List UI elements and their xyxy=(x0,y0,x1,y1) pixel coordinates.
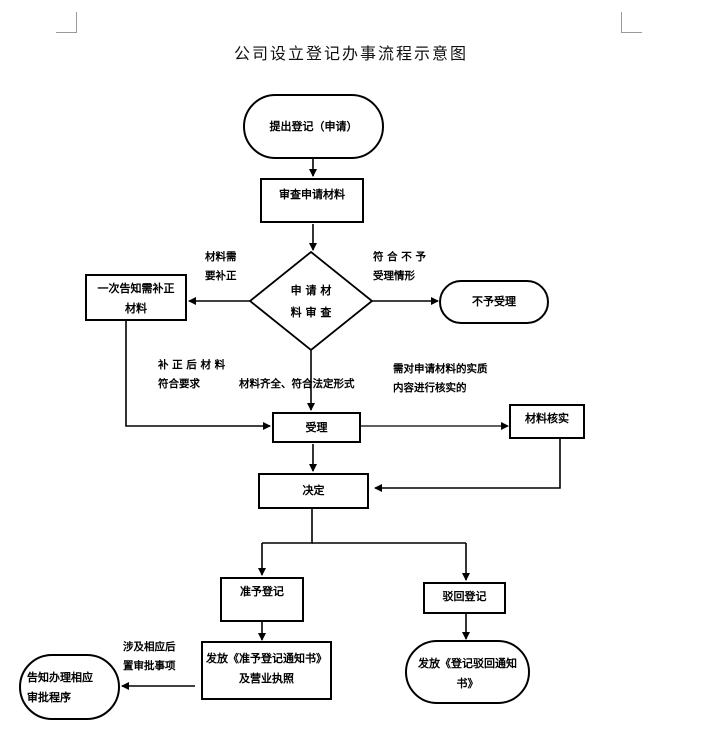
node-review-materials-label: 审查申请材料 xyxy=(279,188,345,201)
edge-label-need-supplement: 材料需 要补正 xyxy=(205,248,237,286)
node-start[interactable]: 提出登记（申请） xyxy=(243,94,384,159)
edge-label-approval-condition-1: 涉及相应后 xyxy=(123,641,176,653)
node-deny[interactable]: 驳回登记 xyxy=(423,582,506,614)
node-reject-label: 不予受理 xyxy=(472,295,516,308)
edge-label-verify-condition: 需对申请材料的实质 内容进行核实的 xyxy=(393,360,488,398)
node-notify-supplement[interactable]: 一次告知需补正 材料 xyxy=(85,274,187,321)
edge-label-need-supplement-1: 材料需 xyxy=(205,251,237,263)
node-deny-label: 驳回登记 xyxy=(442,590,487,603)
node-start-label: 提出登记（申请） xyxy=(269,120,358,133)
node-notify-supplement-label-1: 一次告知需补正 xyxy=(97,282,175,295)
node-issue-license[interactable]: 发放《准予登记通知书》 及营业执照 xyxy=(201,641,332,700)
node-issue-denial-notice-label-1: 发放《登记驳回通知 xyxy=(418,657,517,670)
node-inform-approval-label-2: 审批程序 xyxy=(27,691,71,704)
edge-label-reject-condition: 符 合 不 予 受理情形 xyxy=(373,248,426,286)
connector-decide-split xyxy=(262,508,313,544)
node-reject[interactable]: 不予受理 xyxy=(439,280,549,324)
node-accept[interactable]: 受理 xyxy=(272,412,361,443)
edge-label-reject-condition-2: 受理情形 xyxy=(373,270,415,282)
node-issue-denial-notice-label-2: 书》 xyxy=(456,677,479,690)
node-decide[interactable]: 决定 xyxy=(258,473,369,509)
node-verify-label: 材料核实 xyxy=(525,412,569,425)
node-verify[interactable]: 材料核实 xyxy=(509,404,585,439)
edge-label-need-supplement-2: 要补正 xyxy=(205,270,237,282)
node-decide-label: 决定 xyxy=(302,484,325,497)
edge-label-approval-condition: 涉及相应后 置审批事项 xyxy=(123,638,176,676)
node-decision-label-1: 申 请 材 xyxy=(290,284,332,297)
node-issue-license-label-2: 及营业执照 xyxy=(239,672,294,685)
node-inform-approval[interactable]: 告知办理相应 审批程序 xyxy=(19,654,120,720)
node-decision-label-2: 料 审 查 xyxy=(290,306,332,319)
node-review-materials[interactable]: 审查申请材料 xyxy=(260,178,364,223)
page-title: 公司设立登记办事流程示意图 xyxy=(233,44,468,63)
arrow-supplement-to-accept xyxy=(125,321,271,430)
page-corner-mark-top-left xyxy=(56,12,77,33)
node-notify-supplement-label-2: 材料 xyxy=(125,302,147,315)
node-issue-license-label-1: 发放《准予登记通知书》 xyxy=(206,652,327,665)
arrow-verify-to-decide xyxy=(374,438,561,492)
edge-label-approval-condition-2: 置审批事项 xyxy=(123,660,176,672)
edge-label-complete-text: 材料齐全、符合法定形式 xyxy=(239,378,355,390)
edge-label-supplement-ok-2: 符合要求 xyxy=(158,378,200,390)
edge-label-verify-condition-2: 内容进行核实的 xyxy=(393,382,467,394)
node-inform-approval-label-1: 告知办理相应 xyxy=(27,671,93,684)
node-issue-denial-notice[interactable]: 发放《登记驳回通知 书》 xyxy=(405,640,530,704)
node-approve-label: 准予登记 xyxy=(240,585,284,598)
edge-label-supplement-ok: 补 正 后 材 料 符合要求 xyxy=(158,356,225,394)
node-decision[interactable]: 申 请 材 料 审 查 xyxy=(268,280,354,324)
page-corner-mark-top-right xyxy=(621,12,642,33)
edge-label-verify-condition-1: 需对申请材料的实质 xyxy=(393,363,488,375)
node-approve[interactable]: 准予登记 xyxy=(220,577,304,622)
edge-label-complete: 材料齐全、符合法定形式 xyxy=(239,375,355,394)
edge-label-supplement-ok-1: 补 正 后 材 料 xyxy=(158,359,226,371)
node-accept-label: 受理 xyxy=(305,421,328,434)
edge-label-reject-condition-1: 符 合 不 予 xyxy=(373,251,426,263)
